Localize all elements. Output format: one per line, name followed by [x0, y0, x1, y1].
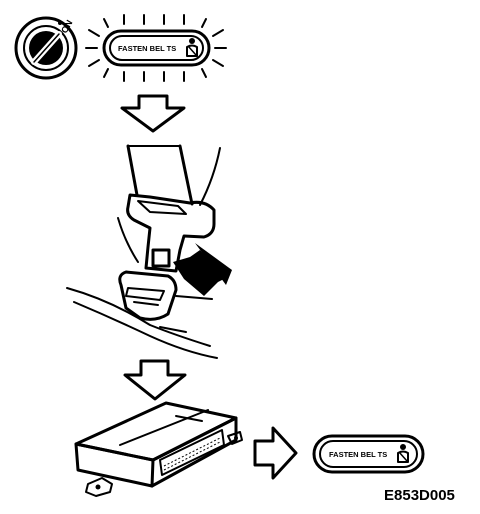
down-arrow-1: [120, 94, 186, 133]
figure-code: E853D005: [384, 487, 455, 504]
right-arrow: [253, 426, 298, 480]
flashing-rays: [85, 14, 227, 82]
seatbelt-buckle-illustration: [66, 144, 232, 359]
warning-lamp-bottom-label: FASTEN BEL TS: [329, 450, 387, 459]
seatbelt-person-icon: [186, 38, 198, 57]
ignition-key-icon: [14, 16, 78, 80]
warning-lamp-top-label: FASTEN BEL TS: [118, 44, 176, 53]
control-module-illustration: [74, 401, 243, 497]
warning-lamp-top: [102, 29, 211, 67]
down-arrow-2: [123, 359, 187, 401]
warning-lamp-bottom: [312, 434, 425, 474]
seatbelt-person-icon-bottom: [397, 444, 409, 463]
